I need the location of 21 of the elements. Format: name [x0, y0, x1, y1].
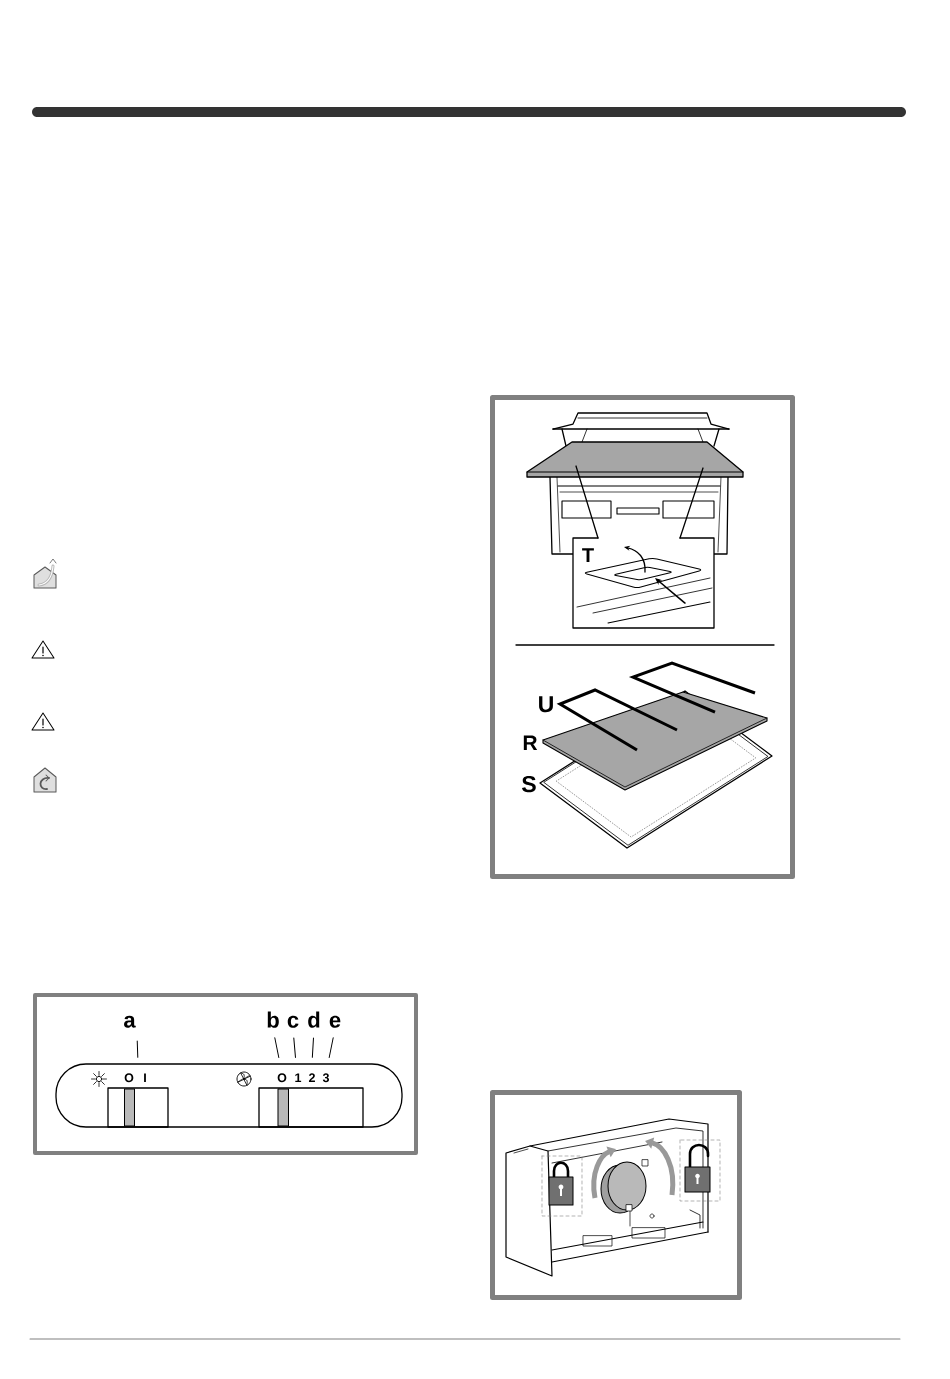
part-letter: R — [523, 735, 538, 750]
switch-position-mark: 1 — [295, 1073, 302, 1082]
leader-line — [293, 1037, 296, 1058]
leader-line — [328, 1037, 334, 1058]
control-panel — [55, 1063, 403, 1128]
part-letter: S — [522, 775, 536, 793]
switch-position-mark: 3 — [322, 1073, 329, 1083]
callout-letter: e — [329, 1015, 341, 1028]
callout-letter: d — [308, 1011, 320, 1028]
leader-line — [274, 1037, 280, 1058]
part-letter: T — [582, 548, 594, 562]
switch-position-mark: 2 — [308, 1073, 315, 1082]
switch-position-mark: O — [277, 1073, 287, 1083]
switch-position-mark: O — [124, 1073, 134, 1083]
leader-line — [136, 1040, 139, 1058]
switch-position-mark: I — [144, 1073, 146, 1082]
part-letter: U — [539, 696, 553, 713]
callout-letter: c — [287, 1015, 299, 1028]
leader-line — [311, 1037, 314, 1058]
callout-letter: a — [124, 1015, 136, 1028]
callout-letter: b — [267, 1011, 279, 1028]
